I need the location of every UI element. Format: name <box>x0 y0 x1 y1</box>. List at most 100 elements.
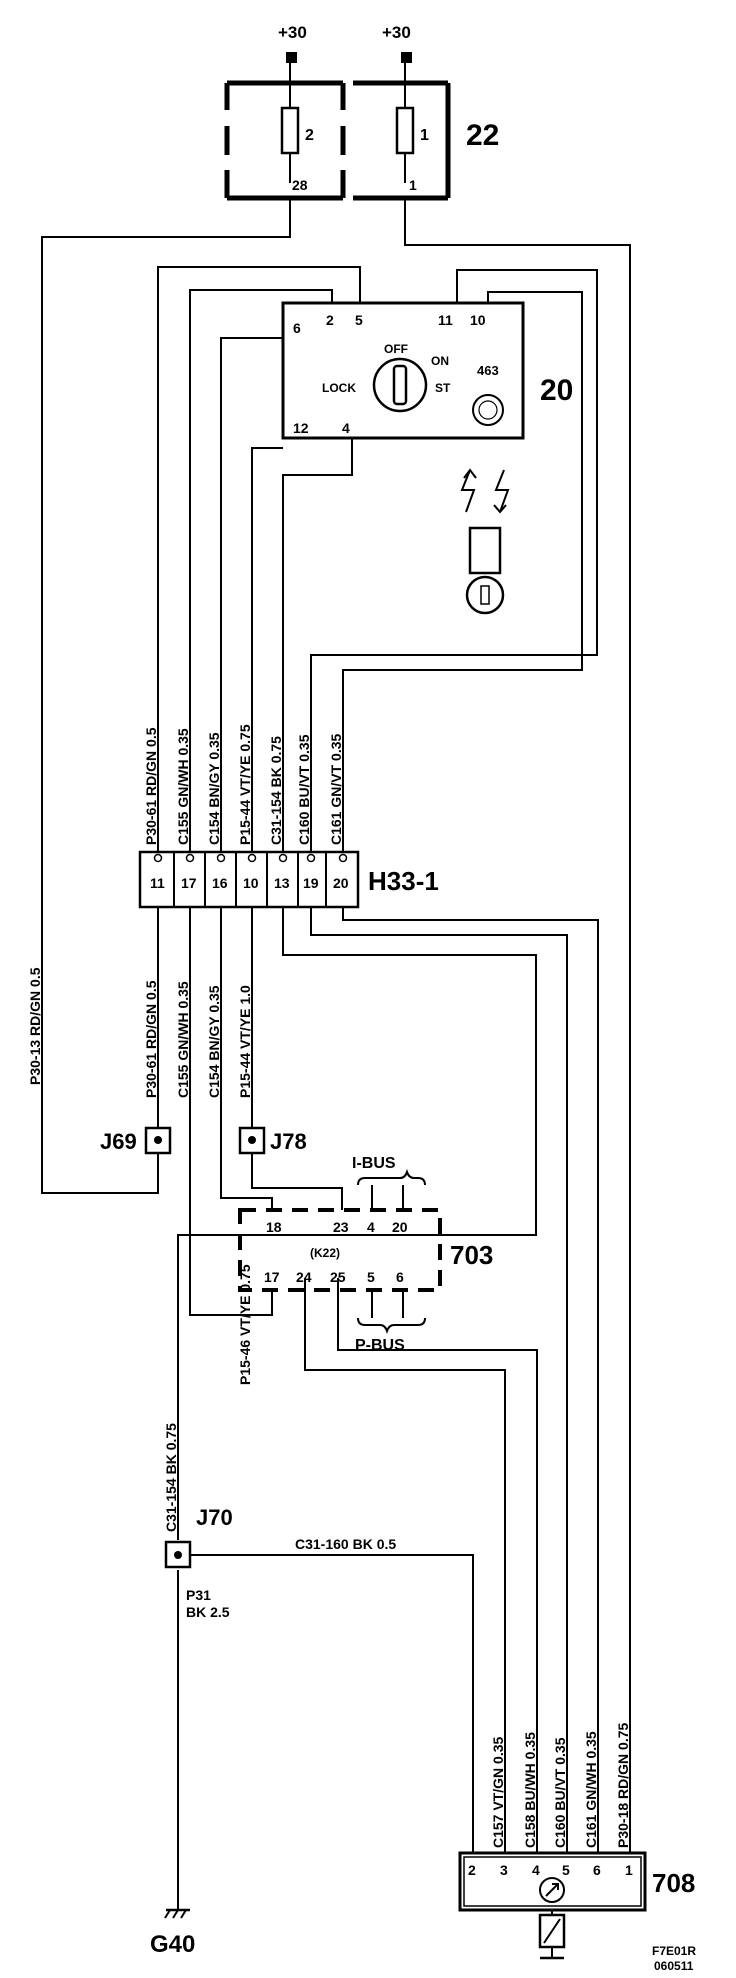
splice-j69: J69 <box>100 1126 172 1155</box>
ignition-lock-cylinder <box>372 357 428 413</box>
connector-pin-17: 17 <box>181 875 197 891</box>
splice-j70-label: J70 <box>196 1505 233 1530</box>
splice-j70: J70 <box>164 1505 233 1569</box>
fuse-2-number: 2 <box>305 127 314 144</box>
module-703-pin-25: 25 <box>330 1269 346 1285</box>
lower-label-pin11: P30-61 RD/GN 0.5 <box>143 980 159 1098</box>
ignition-switch-20: 6 2 5 11 10 12 4 OFF ON ST LOCK 463 20 <box>281 301 573 440</box>
key-icon <box>465 526 505 615</box>
upper-label-pin17: C155 GN/WH 0.35 <box>175 728 191 845</box>
position-lock: LOCK <box>322 381 356 395</box>
label-p30-13: P30-13 RD/GN 0.5 <box>27 967 43 1085</box>
lower-wire-labels: P30-61 RD/GN 0.5 C155 GN/WH 0.35 C154 BN… <box>27 967 253 1532</box>
module-708-pin-4: 4 <box>532 1862 540 1878</box>
ignition-pin-10: 10 <box>470 312 486 328</box>
module-703-pin-24: 24 <box>296 1269 312 1285</box>
power-right-terminal <box>401 52 412 63</box>
fuse-1-element <box>395 106 415 155</box>
module-708: 2 3 4 5 6 1 708 <box>458 1851 695 1960</box>
ignition-pin-5: 5 <box>355 312 363 328</box>
splice-j78-label: J78 <box>270 1129 307 1154</box>
module-708-pin-3: 3 <box>500 1862 508 1878</box>
ignition-pin-4: 4 <box>342 420 350 436</box>
fuse-box-22: 2 1 28 1 22 <box>224 60 499 201</box>
ground-wire-spec: BK 2.5 <box>186 1604 230 1620</box>
immobilizer-coil-icon <box>539 1877 565 1903</box>
module-708-pin-2: 2 <box>468 1862 476 1878</box>
module-703-pin-23: 23 <box>333 1219 349 1235</box>
module-708-pin-1: 1 <box>625 1862 633 1878</box>
actuator-icon <box>538 1910 566 1960</box>
antenna-id: 463 <box>477 363 499 378</box>
label-p15-46: P15-46 VT/YE 0.75 <box>237 1264 253 1385</box>
ignition-pin-12: 12 <box>293 420 309 436</box>
label-c161: C161 GN/WH 0.35 <box>583 1731 599 1848</box>
power-supply: +30 +30 <box>278 23 412 63</box>
lower-label-pin17: C155 GN/WH 0.35 <box>175 981 191 1098</box>
connector-h33-1: 11 17 16 10 13 19 20 H33-1 <box>138 850 439 909</box>
upper-label-pin16: C154 BN/GY 0.35 <box>206 732 222 845</box>
module-703-box <box>238 1208 442 1292</box>
lower-label-pin10: P15-44 VT/YE 1.0 <box>237 985 253 1098</box>
label-p30-18: P30-18 RD/GN 0.75 <box>615 1723 631 1848</box>
fuse-1-pin: 1 <box>409 177 417 193</box>
upper-wire-labels: P30-61 RD/GN 0.5 C155 GN/WH 0.35 C154 BN… <box>143 724 344 845</box>
module-703-pin-6: 6 <box>396 1269 404 1285</box>
position-off: OFF <box>384 342 408 356</box>
drawing-code-date: 060511 <box>654 1959 694 1973</box>
module-708-box <box>458 1851 647 1912</box>
ignition-pin-11: 11 <box>438 312 453 328</box>
module-703-pin-20: 20 <box>392 1219 408 1235</box>
upper-label-pin13: C31-154 BK 0.75 <box>268 736 284 845</box>
connector-id: H33-1 <box>368 866 439 896</box>
connector-pin-10: 10 <box>243 875 259 891</box>
label-c157: C157 VT/GN 0.35 <box>490 1737 506 1848</box>
connector-pin-16: 16 <box>212 875 228 891</box>
label-c31-154: C31-154 BK 0.75 <box>163 1423 179 1532</box>
fuse-2-element <box>280 106 300 155</box>
ground-icon <box>164 1908 190 1919</box>
transponder-signal-icon <box>460 468 510 514</box>
connector-body <box>138 850 360 909</box>
lower-label-pin16: C154 BN/GY 0.35 <box>206 985 222 1098</box>
connector-pin-19: 19 <box>303 875 319 891</box>
wires <box>41 198 631 1910</box>
module-708-wire-labels: C157 VT/GN 0.35 C158 BU/WH 0.35 C160 BU/… <box>295 1536 631 1848</box>
label-c158: C158 BU/WH 0.35 <box>522 1732 538 1848</box>
power-left-terminal <box>286 52 297 63</box>
ignition-switch-box <box>281 301 525 440</box>
antenna-coil-icon <box>472 394 504 426</box>
module-703-pin-17: 17 <box>264 1269 280 1285</box>
module-703-pin-5: 5 <box>367 1269 375 1285</box>
fuse-1-number: 1 <box>420 127 429 144</box>
ground-g40: P31 BK 2.5 G40 <box>150 1587 230 1958</box>
position-st: ST <box>435 381 451 395</box>
module-703-id: 703 <box>450 1240 493 1270</box>
fuse-box-id: 22 <box>466 119 499 152</box>
ignition-pin-6: 6 <box>293 320 301 336</box>
upper-label-pin11: P30-61 RD/GN 0.5 <box>143 727 159 845</box>
drawing-code: F7E01R 060511 <box>652 1944 696 1973</box>
splice-j78: J78 <box>238 1126 307 1155</box>
key-slot <box>392 364 408 406</box>
module-708-pin-6: 6 <box>593 1862 601 1878</box>
ground-wire-id: P31 <box>186 1587 211 1603</box>
module-703: I-BUS 18 23 4 20 (K22) 17 24 25 5 6 703 … <box>238 1155 493 1354</box>
ground-id: G40 <box>150 1931 195 1958</box>
pbus-label: P-BUS <box>355 1337 405 1354</box>
position-on: ON <box>431 354 449 368</box>
power-right-label: +30 <box>382 23 411 42</box>
connector-pin-13: 13 <box>274 875 290 891</box>
splice-j69-label: J69 <box>100 1129 137 1154</box>
power-left-label: +30 <box>278 23 307 42</box>
ibus-label: I-BUS <box>352 1155 396 1172</box>
ignition-pin-2: 2 <box>326 312 334 328</box>
connector-pin-11: 11 <box>150 875 165 891</box>
connector-pin-20: 20 <box>333 875 349 891</box>
ignition-switch-id: 20 <box>540 374 573 407</box>
label-c160: C160 BU/VT 0.35 <box>552 1737 568 1848</box>
module-708-id: 708 <box>652 1868 695 1898</box>
fuse-2-pin: 28 <box>292 177 308 193</box>
module-708-pin-5: 5 <box>562 1862 570 1878</box>
